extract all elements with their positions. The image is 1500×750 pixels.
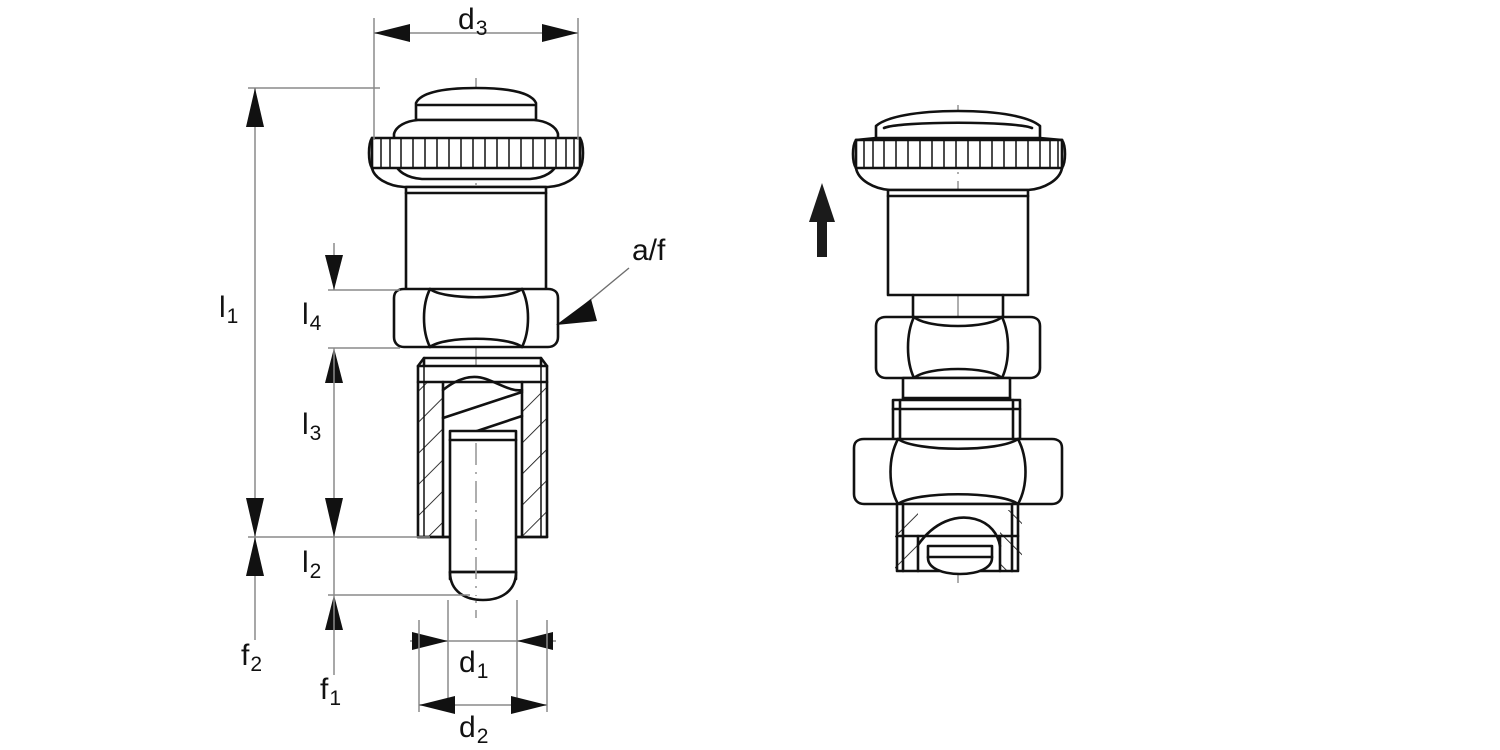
dimension-d3 bbox=[373, 18, 579, 140]
upper-hex-flat-right bbox=[1000, 315, 1010, 380]
upper-hex-nut-assembly bbox=[874, 315, 1042, 380]
d1-arrow-right bbox=[517, 632, 553, 650]
dimension-l3 bbox=[325, 348, 343, 537]
knurl-left-cap bbox=[367, 136, 374, 170]
l1-arrow-top bbox=[246, 88, 264, 127]
dimension-f2 bbox=[246, 537, 264, 640]
body-sleeve-section bbox=[404, 185, 548, 294]
lower-hex-flat-left bbox=[889, 437, 900, 506]
upper-hex-chamfer-bottom bbox=[912, 367, 1004, 380]
section-hatch-right bbox=[522, 382, 547, 537]
label-af: a/f bbox=[632, 234, 666, 267]
assembly-knob-right-shoulder bbox=[1038, 136, 1064, 142]
upper-hex-flat-left bbox=[906, 315, 916, 380]
upper-hex-chamfer-top bbox=[912, 315, 1004, 328]
label-f1: f1 bbox=[320, 673, 342, 710]
hex-nut-body bbox=[392, 287, 560, 349]
l3-arrow-bottom bbox=[325, 498, 343, 537]
mid-collar bbox=[891, 398, 1022, 445]
d3-arrow-right bbox=[542, 24, 578, 42]
plunger-pin-shaft bbox=[448, 429, 518, 581]
label-f2: f2 bbox=[241, 639, 263, 676]
label-l3: l3 bbox=[302, 408, 322, 445]
dimension-l4 bbox=[325, 243, 400, 383]
plunger-pin-section bbox=[448, 429, 518, 602]
dimension-group bbox=[246, 18, 630, 714]
up-arrow-glyph bbox=[809, 183, 835, 257]
assembly-body-sleeve bbox=[886, 188, 1030, 297]
l4-arrow-top bbox=[325, 255, 343, 290]
lower-hex-chamfer-bottom bbox=[896, 492, 1020, 506]
hex-nut-section bbox=[392, 287, 560, 349]
d3-arrow-left bbox=[374, 24, 410, 42]
mid-shank-assembly bbox=[891, 376, 1022, 445]
label-d3: d3 bbox=[458, 3, 488, 40]
assembly-knob-cap-seam bbox=[882, 121, 1034, 130]
assembly-view-group bbox=[809, 105, 1067, 590]
internal-cam-profile bbox=[441, 375, 524, 392]
assembly-knob-cap bbox=[874, 109, 1042, 140]
dimension-l1 bbox=[246, 87, 380, 537]
knurled-knob-assembly bbox=[851, 109, 1067, 192]
assembly-hatch-right bbox=[1000, 510, 1022, 570]
assembly-knurl-left-cap bbox=[851, 138, 858, 170]
plunger-pin-tip bbox=[448, 570, 518, 602]
assembly-internal-cam bbox=[916, 516, 1002, 548]
label-l2: l2 bbox=[302, 546, 322, 583]
plunger-housing-assembly bbox=[895, 502, 1022, 576]
assembly-knurl-band bbox=[854, 138, 1064, 170]
label-l4: l4 bbox=[302, 298, 322, 335]
assembly-knob-left-shoulder bbox=[854, 136, 878, 142]
hex-nut-flat-right bbox=[520, 287, 530, 349]
knurl-teeth bbox=[380, 137, 575, 169]
assembly-knurl-teeth bbox=[863, 139, 1059, 169]
hex-nut-chamfer-top bbox=[428, 287, 524, 299]
lower-hex-nut-body bbox=[852, 437, 1064, 506]
section-view-group bbox=[367, 78, 585, 618]
lower-hex-flat-right bbox=[1016, 437, 1027, 506]
dimension-d1 bbox=[410, 600, 556, 700]
assembly-knob-skirt-bottom bbox=[854, 166, 1064, 192]
label-d1: d1 bbox=[459, 646, 489, 683]
f2-arrow-top bbox=[246, 537, 264, 576]
label-d2: d2 bbox=[459, 711, 489, 748]
assembly-knurl-right-cap bbox=[1060, 138, 1067, 170]
l1-arrow-bottom bbox=[246, 498, 264, 537]
knurl-right-cap bbox=[578, 136, 585, 170]
body-sleeve-assembly bbox=[886, 188, 1030, 297]
pull-up-direction-arrow bbox=[809, 183, 835, 257]
label-l1: l1 bbox=[219, 291, 239, 328]
af-arrow bbox=[556, 299, 597, 325]
hex-nut-flat-left bbox=[422, 287, 432, 349]
dimension-af-leader bbox=[556, 267, 630, 325]
lower-hex-nut-assembly bbox=[852, 437, 1064, 506]
assembly-hatch-left bbox=[895, 510, 918, 570]
knurled-knob-section bbox=[367, 86, 585, 189]
lower-hex-chamfer-top bbox=[896, 437, 1020, 451]
knurl-band bbox=[370, 136, 582, 170]
section-hatch-left bbox=[418, 382, 443, 537]
d2-arrow-right bbox=[511, 696, 547, 714]
thread-top-chamfer bbox=[416, 356, 549, 368]
body-sleeve bbox=[404, 185, 548, 294]
upper-hex-nut-body bbox=[874, 315, 1042, 380]
d2-arrow-left bbox=[419, 696, 455, 714]
assembly-pin-end bbox=[926, 544, 994, 576]
d1-arrow-left bbox=[412, 632, 448, 650]
dimension-d2 bbox=[418, 620, 548, 714]
hex-nut-chamfer-bottom bbox=[428, 337, 524, 349]
internal-cam-edge bbox=[441, 390, 524, 420]
